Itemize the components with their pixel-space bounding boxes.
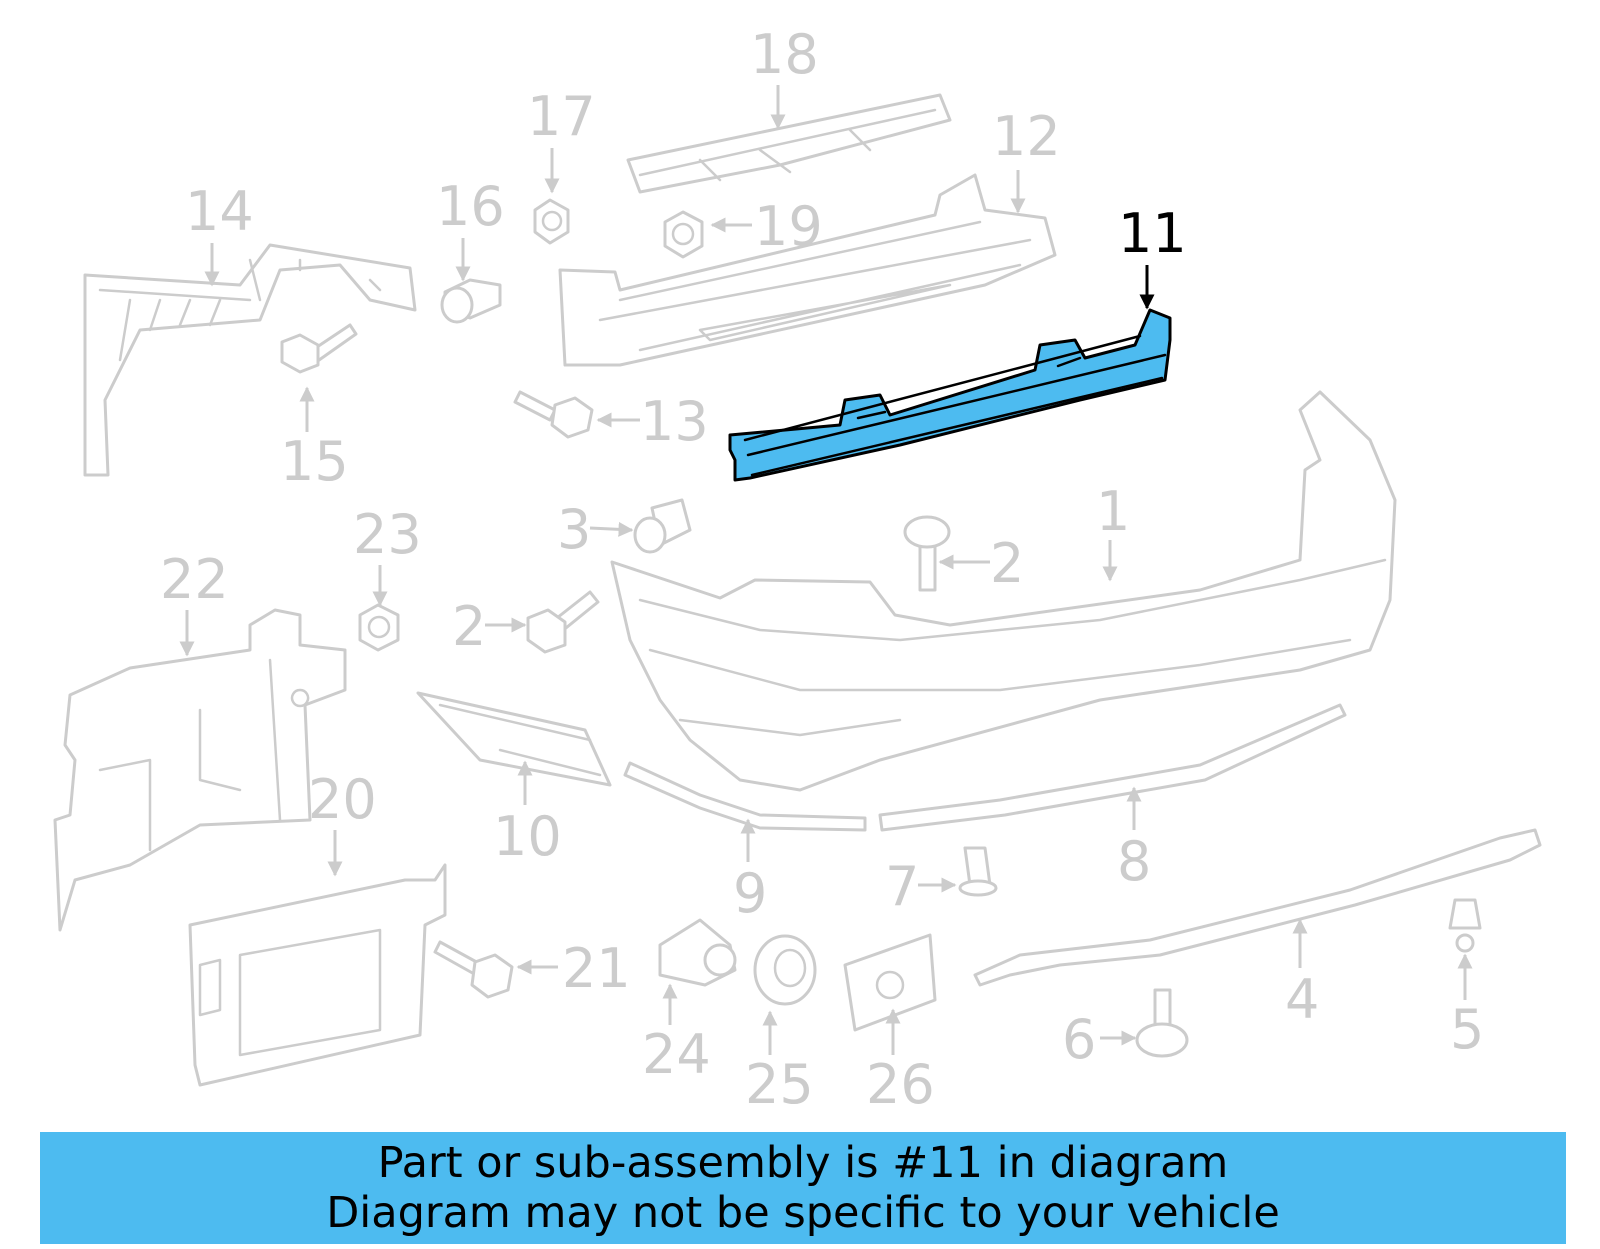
callout-2-upper: 2 bbox=[938, 532, 1024, 595]
callout-8: 8 bbox=[1117, 786, 1151, 893]
callout-2-lower: 2 bbox=[452, 595, 527, 658]
part-21-bolt[interactable] bbox=[433, 940, 514, 999]
callout-15: 15 bbox=[280, 386, 349, 493]
part-12-reinforcement[interactable] bbox=[558, 173, 1057, 367]
callout-22: 22 bbox=[160, 548, 229, 657]
callout-25: 25 bbox=[745, 1010, 814, 1116]
callout-13: 13 bbox=[596, 390, 709, 453]
callout-21: 21 bbox=[516, 937, 631, 1000]
part-7-clip[interactable] bbox=[958, 846, 998, 897]
svg-text:24: 24 bbox=[642, 1023, 711, 1086]
svg-text:19: 19 bbox=[754, 195, 823, 258]
part-25-grommet[interactable] bbox=[753, 934, 817, 1006]
part-19-nut[interactable] bbox=[663, 210, 704, 259]
svg-text:22: 22 bbox=[160, 548, 229, 611]
info-banner: Part or sub-assembly is #11 in diagram D… bbox=[40, 1132, 1566, 1244]
svg-text:21: 21 bbox=[562, 937, 631, 1000]
callout-24: 24 bbox=[642, 983, 711, 1086]
svg-text:9: 9 bbox=[733, 862, 767, 925]
callout-19: 19 bbox=[710, 195, 823, 258]
svg-text:25: 25 bbox=[745, 1053, 814, 1116]
part-3-clip[interactable] bbox=[633, 498, 692, 554]
svg-text:26: 26 bbox=[866, 1053, 935, 1116]
banner-line-2: Diagram may not be specific to your vehi… bbox=[326, 1188, 1280, 1238]
svg-text:2: 2 bbox=[452, 595, 486, 658]
svg-text:4: 4 bbox=[1285, 968, 1319, 1031]
part-20-module[interactable] bbox=[188, 863, 447, 1087]
part-6-bolt[interactable] bbox=[1135, 988, 1189, 1058]
part-24-sensor[interactable] bbox=[658, 918, 737, 987]
callout-20: 20 bbox=[308, 768, 377, 877]
svg-text:16: 16 bbox=[436, 175, 505, 238]
callout-11: 11 bbox=[1118, 202, 1187, 310]
callout-10: 10 bbox=[493, 760, 562, 868]
svg-text:8: 8 bbox=[1117, 830, 1151, 893]
svg-text:1: 1 bbox=[1096, 480, 1130, 543]
callout-1: 1 bbox=[1096, 480, 1130, 582]
part-10-trim[interactable] bbox=[416, 691, 612, 787]
svg-text:18: 18 bbox=[750, 23, 819, 86]
callout-26: 26 bbox=[866, 1008, 935, 1116]
part-22-bracket[interactable] bbox=[53, 608, 347, 932]
part-2-bolt-upper[interactable] bbox=[903, 515, 951, 592]
svg-text:7: 7 bbox=[885, 855, 919, 918]
callout-3: 3 bbox=[557, 498, 634, 561]
part-18-rail[interactable] bbox=[626, 93, 952, 194]
callout-7: 7 bbox=[885, 855, 957, 918]
callout-16: 16 bbox=[436, 175, 505, 282]
part-14-side-bracket[interactable] bbox=[83, 243, 417, 477]
callout-6: 6 bbox=[1062, 1008, 1137, 1071]
svg-text:11: 11 bbox=[1118, 202, 1187, 265]
svg-text:23: 23 bbox=[353, 503, 422, 566]
callout-17: 17 bbox=[527, 85, 596, 194]
part-13-bolt[interactable] bbox=[513, 390, 594, 439]
svg-text:10: 10 bbox=[493, 805, 562, 868]
svg-text:13: 13 bbox=[640, 390, 709, 453]
svg-text:14: 14 bbox=[185, 180, 254, 243]
part-17-nut[interactable] bbox=[533, 198, 570, 245]
part-4-strip[interactable] bbox=[973, 828, 1542, 987]
svg-text:15: 15 bbox=[280, 430, 349, 493]
part-15-bolt[interactable] bbox=[280, 323, 358, 374]
callout-9: 9 bbox=[733, 818, 767, 925]
svg-text:12: 12 bbox=[992, 105, 1061, 168]
part-16-clip[interactable] bbox=[440, 278, 502, 324]
part-11-impact-bar[interactable] bbox=[728, 308, 1172, 482]
callout-5: 5 bbox=[1450, 953, 1484, 1061]
svg-text:6: 6 bbox=[1062, 1008, 1096, 1071]
callout-12: 12 bbox=[992, 105, 1061, 214]
part-23-nut[interactable] bbox=[358, 603, 400, 652]
svg-text:20: 20 bbox=[308, 768, 377, 831]
banner-line-1: Part or sub-assembly is #11 in diagram bbox=[377, 1138, 1229, 1188]
callout-23: 23 bbox=[353, 503, 422, 607]
part-8-molding[interactable] bbox=[878, 703, 1347, 832]
part-9-molding[interactable] bbox=[623, 761, 867, 832]
svg-text:5: 5 bbox=[1450, 998, 1484, 1061]
svg-text:2: 2 bbox=[990, 532, 1024, 595]
callout-14: 14 bbox=[185, 180, 254, 287]
part-26-holder[interactable] bbox=[843, 933, 937, 1032]
callout-18: 18 bbox=[750, 23, 819, 130]
svg-text:3: 3 bbox=[557, 498, 591, 561]
part-1-bumper-cover[interactable] bbox=[610, 390, 1397, 792]
svg-text:17: 17 bbox=[527, 85, 596, 148]
part-5-clip[interactable] bbox=[1448, 898, 1482, 953]
callout-4: 4 bbox=[1285, 918, 1319, 1031]
part-2-bolt-lower[interactable] bbox=[526, 590, 600, 654]
